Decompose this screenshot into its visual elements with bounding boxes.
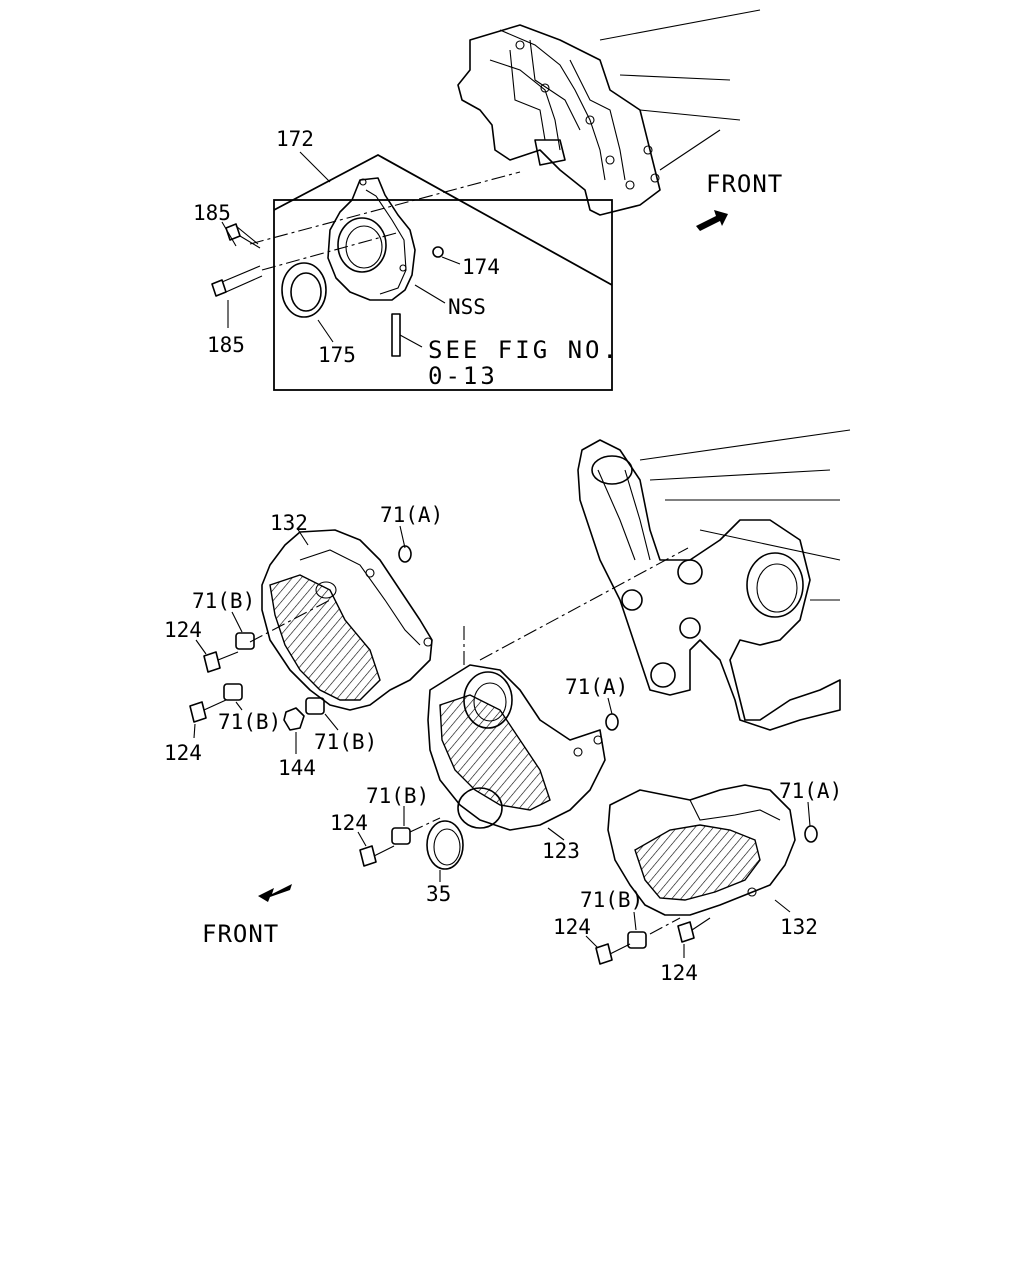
callout-71a-right: 71(A) bbox=[779, 779, 842, 803]
callout-71b-left-lower: 71(B) bbox=[218, 710, 281, 734]
callout-71b-left-upper: 71(B) bbox=[192, 589, 255, 613]
dowel-pin bbox=[391, 313, 401, 357]
see-fig-note-line2: 0-13 bbox=[428, 362, 498, 390]
callout-174: 174 bbox=[462, 255, 500, 279]
callout-144: 144 bbox=[278, 756, 316, 780]
engine-block-front bbox=[577, 429, 851, 731]
callout-132-lower: 132 bbox=[780, 915, 818, 939]
callout-124-left-lower: 124 bbox=[164, 741, 202, 765]
callout-71b-center: 71(B) bbox=[314, 730, 377, 754]
front-arrow-top-icon bbox=[696, 210, 728, 231]
leader-lines-bottom bbox=[193, 525, 811, 958]
callout-172: 172 bbox=[276, 127, 314, 151]
front-arrow-bottom-icon bbox=[258, 884, 292, 902]
callout-124-right-bottom: 124 bbox=[660, 961, 698, 985]
callout-124-left-upper: 124 bbox=[164, 618, 202, 642]
callout-71a-center: 71(A) bbox=[565, 675, 628, 699]
callout-71a-upper: 71(A) bbox=[380, 503, 443, 527]
oil-seal-175 bbox=[281, 262, 327, 318]
see-fig-note-line1: SEE FIG NO. bbox=[428, 336, 620, 364]
callout-132-upper: 132 bbox=[270, 511, 308, 535]
callout-35: 35 bbox=[426, 882, 451, 906]
front-label-bottom: FRONT bbox=[202, 920, 279, 948]
callout-71b-right: 71(B) bbox=[580, 888, 643, 912]
engine-block-rear bbox=[457, 9, 761, 216]
callout-175: 175 bbox=[318, 343, 356, 367]
group-box-roof bbox=[273, 153, 613, 286]
timing-cover-132-upper bbox=[261, 529, 433, 711]
group-box-172 bbox=[273, 199, 613, 391]
dashed-centerlines-bottom bbox=[249, 547, 689, 935]
callout-71b-lower-center: 71(B) bbox=[366, 784, 429, 808]
callout-185-upper: 185 bbox=[193, 201, 231, 225]
fasteners-bottom bbox=[189, 545, 818, 965]
front-label-top: FRONT bbox=[706, 170, 783, 198]
small-bolt-174 bbox=[432, 246, 444, 258]
callout-124-center: 124 bbox=[330, 811, 368, 835]
timing-cover-123-center bbox=[427, 664, 606, 831]
leader-lines-top bbox=[221, 151, 461, 348]
rear-cover-plate bbox=[327, 177, 416, 301]
callout-185-lower: 185 bbox=[207, 333, 245, 357]
callout-nss: NSS bbox=[448, 295, 486, 319]
callout-124-right-left: 124 bbox=[553, 915, 591, 939]
bolts-185 bbox=[211, 223, 263, 297]
timing-cover-132-lower bbox=[607, 784, 796, 916]
oil-seal-35 bbox=[426, 820, 464, 870]
callout-123: 123 bbox=[542, 839, 580, 863]
